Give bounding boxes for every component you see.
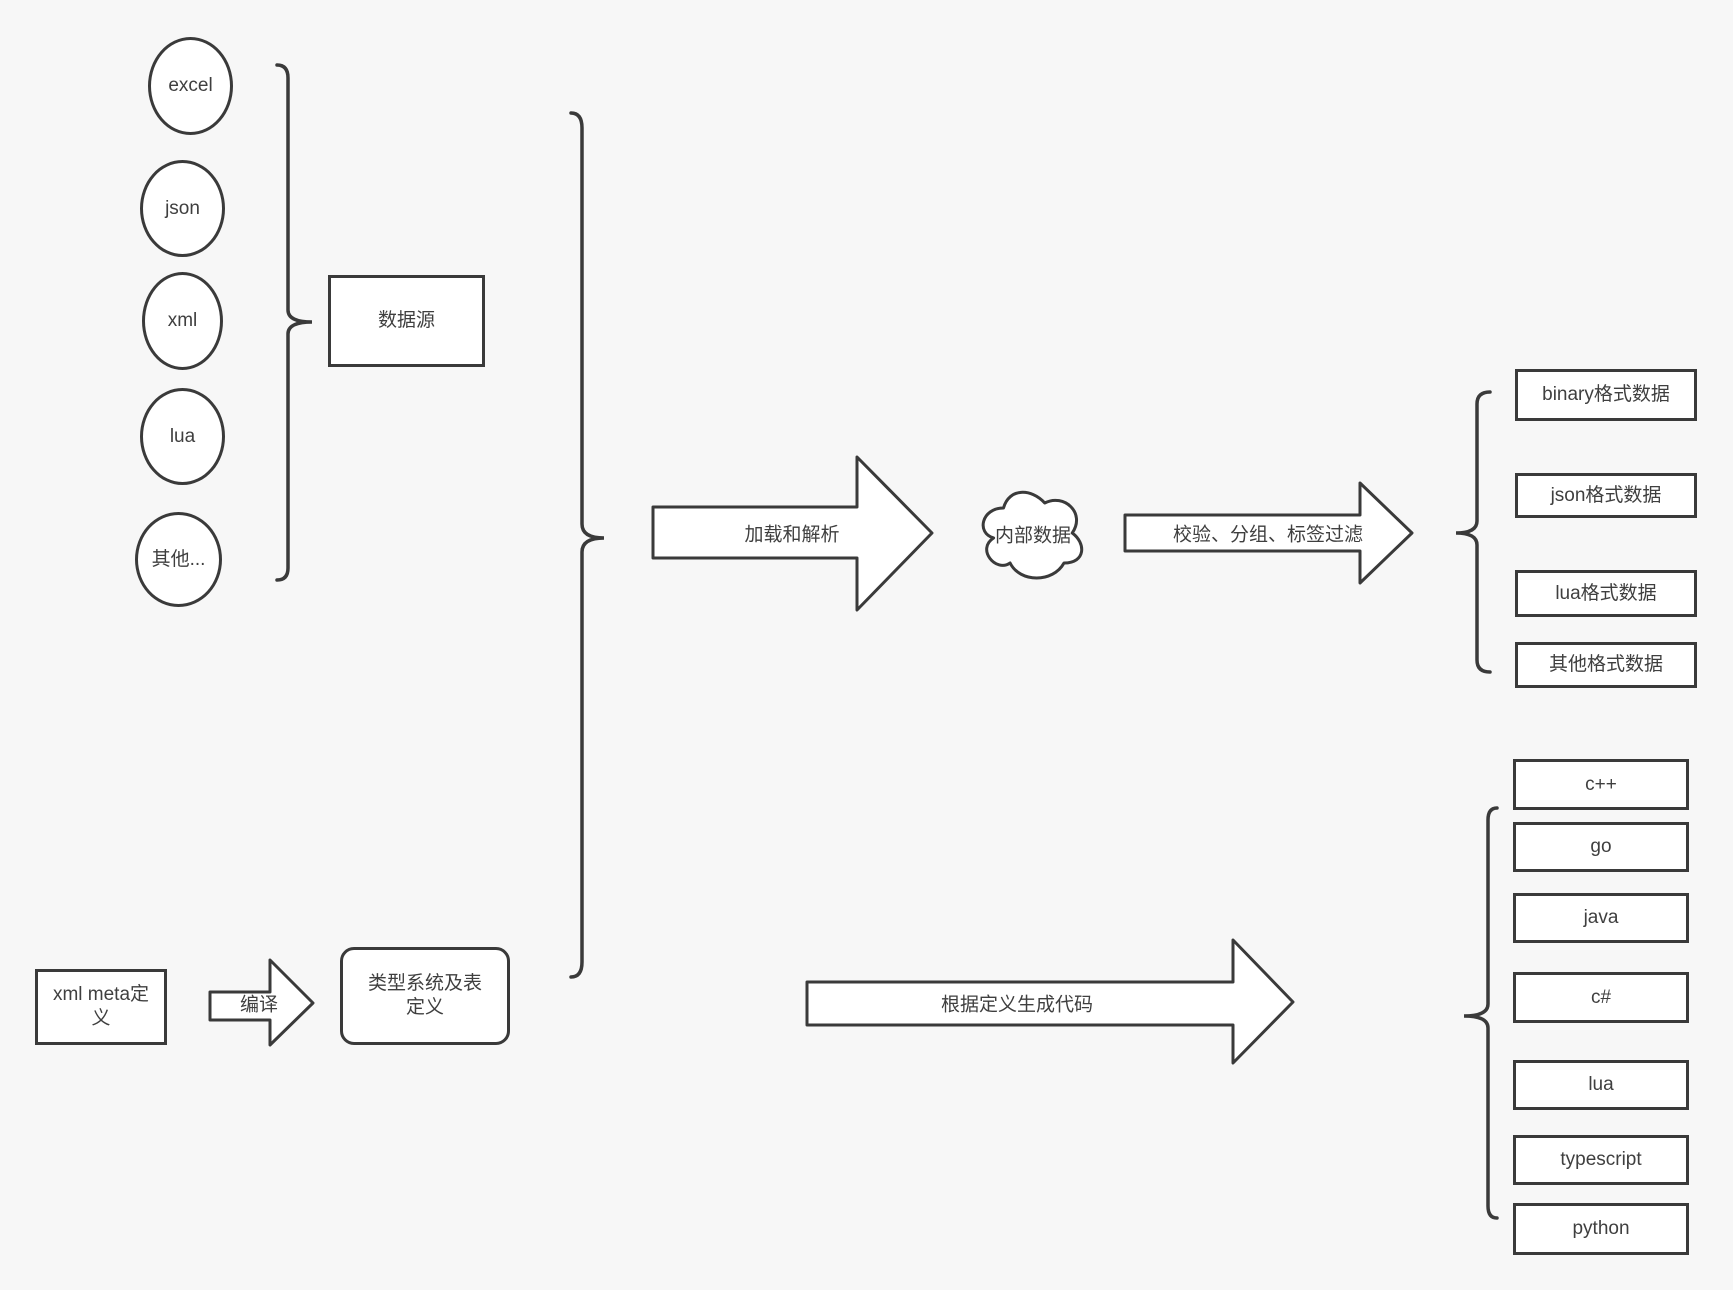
node-xml-meta: xml meta定义 — [35, 969, 167, 1045]
node-java-label: java — [1583, 907, 1619, 929]
node-other-format-label: 其他格式数据 — [1548, 654, 1663, 676]
node-csharp-label: c# — [1590, 986, 1612, 1008]
node-lua-label: lua — [169, 425, 196, 447]
languages-brace — [1463, 806, 1499, 1220]
node-cpp: c++ — [1513, 759, 1689, 810]
node-xml-label: xml — [167, 310, 198, 332]
node-json-format-label: json格式数据 — [1550, 484, 1662, 506]
node-others: 其他... — [135, 512, 222, 607]
generate-code-arrow-label: 根据定义生成代码 — [940, 994, 1094, 1016]
node-json-format: json格式数据 — [1515, 473, 1697, 518]
node-csharp: c# — [1513, 972, 1689, 1023]
internal-data-cloud — [981, 490, 1084, 580]
node-data-source: 数据源 — [328, 275, 485, 367]
node-cpp-label: c++ — [1585, 773, 1617, 795]
internal-data-label: 内部数据 — [994, 525, 1072, 547]
node-others-label: 其他... — [151, 548, 206, 570]
node-type-system-label: 类型系统及表定义 — [367, 973, 482, 1018]
node-json: json — [140, 160, 225, 257]
node-go: go — [1513, 822, 1689, 872]
node-lua-format: lua格式数据 — [1515, 570, 1697, 617]
node-xml-meta-label: xml meta定义 — [52, 984, 150, 1029]
node-json-label: json — [165, 197, 200, 219]
sources-brace — [275, 63, 313, 582]
compile-arrow — [208, 958, 315, 1047]
node-python-label: python — [1572, 1218, 1630, 1240]
filter-arrow — [1123, 481, 1414, 585]
node-lua-format-label: lua格式数据 — [1555, 582, 1657, 604]
node-typescript: typescript — [1513, 1135, 1689, 1185]
node-lua-lang-label: lua — [1588, 1074, 1614, 1096]
node-type-system: 类型系统及表定义 — [340, 947, 510, 1045]
node-data-source-label: 数据源 — [377, 310, 435, 332]
generate-code-arrow — [805, 938, 1295, 1065]
formats-brace — [1455, 390, 1492, 674]
node-lua: lua — [140, 388, 225, 485]
node-binary-format: binary格式数据 — [1515, 369, 1697, 421]
node-lua-lang: lua — [1513, 1060, 1689, 1110]
filter-arrow-label: 校验、分组、标签过滤 — [1172, 524, 1364, 546]
node-xml: xml — [142, 272, 223, 370]
load-parse-arrow — [651, 455, 934, 612]
compile-arrow-label: 编译 — [239, 994, 279, 1016]
node-python: python — [1513, 1203, 1689, 1255]
load-parse-arrow-label: 加载和解析 — [744, 524, 840, 546]
node-java: java — [1513, 893, 1689, 943]
node-excel-label: excel — [168, 75, 213, 97]
node-binary-format-label: binary格式数据 — [1542, 384, 1670, 406]
input-group-brace — [569, 111, 605, 979]
node-excel: excel — [148, 37, 233, 135]
node-go-label: go — [1590, 836, 1612, 858]
node-typescript-label: typescript — [1560, 1149, 1642, 1171]
node-other-format: 其他格式数据 — [1515, 642, 1697, 688]
